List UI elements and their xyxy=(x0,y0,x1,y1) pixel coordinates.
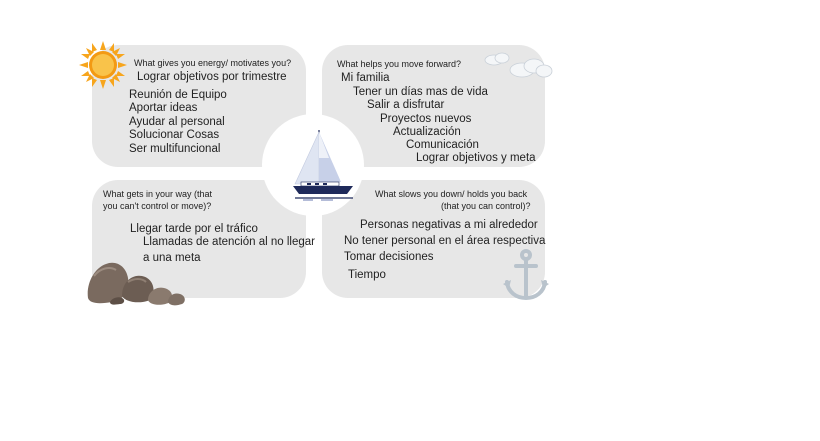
move-forward-heading: What helps you move forward? xyxy=(337,59,462,69)
slows-down-item: Personas negativas a mi alrededor xyxy=(360,219,538,231)
slows-down-heading-line2: (that you can control)? xyxy=(441,201,531,211)
energy-heading: What gives you energy/ motivates you? xyxy=(134,58,292,68)
gets-in-way-heading-line1: What gets in your way (that xyxy=(103,189,213,199)
move-forward-item: Salir a disfrutar xyxy=(367,99,445,111)
gets-in-way-item: Llegar tarde por el tráfico xyxy=(130,223,258,235)
slows-down-item: Tiempo xyxy=(348,269,386,281)
slows-down-heading-line1: What slows you down/ holds you back xyxy=(375,189,528,199)
rocks-icon xyxy=(87,262,185,306)
move-forward-item: Lograr objetivos y meta xyxy=(416,152,536,164)
move-forward-item: Mi familia xyxy=(341,72,390,84)
energy-item: Solucionar Cosas xyxy=(129,129,220,141)
slows-down-item: No tener personal en el área respectiva xyxy=(344,235,546,247)
move-forward-item: Actualización xyxy=(393,126,461,138)
energy-item: Reunión de Equipo xyxy=(129,89,227,101)
slows-down-item: Tomar decisiones xyxy=(344,251,434,263)
energy-item: Ayudar al personal xyxy=(129,116,225,128)
move-forward-item: Comunicación xyxy=(406,139,479,151)
anchor-icon xyxy=(503,249,549,301)
energy-item: Ser multifuncional xyxy=(129,143,221,155)
move-forward-item: Tener un días mas de vida xyxy=(353,86,488,98)
energy-item: Lograr objetivos por trimestre xyxy=(137,71,287,83)
sun-icon xyxy=(79,41,127,89)
quadrant-slows-down xyxy=(322,180,545,298)
sailboat-icon xyxy=(293,130,353,201)
gets-in-way-heading-line2: you can't control or move)? xyxy=(103,201,212,211)
clouds-icon xyxy=(484,52,553,78)
move-forward-item: Proyectos nuevos xyxy=(380,113,472,125)
energy-item: Aportar ideas xyxy=(129,102,198,114)
gets-in-way-item: Llamadas de atención al no llegar xyxy=(143,236,315,248)
gets-in-way-item: a una meta xyxy=(143,252,201,264)
